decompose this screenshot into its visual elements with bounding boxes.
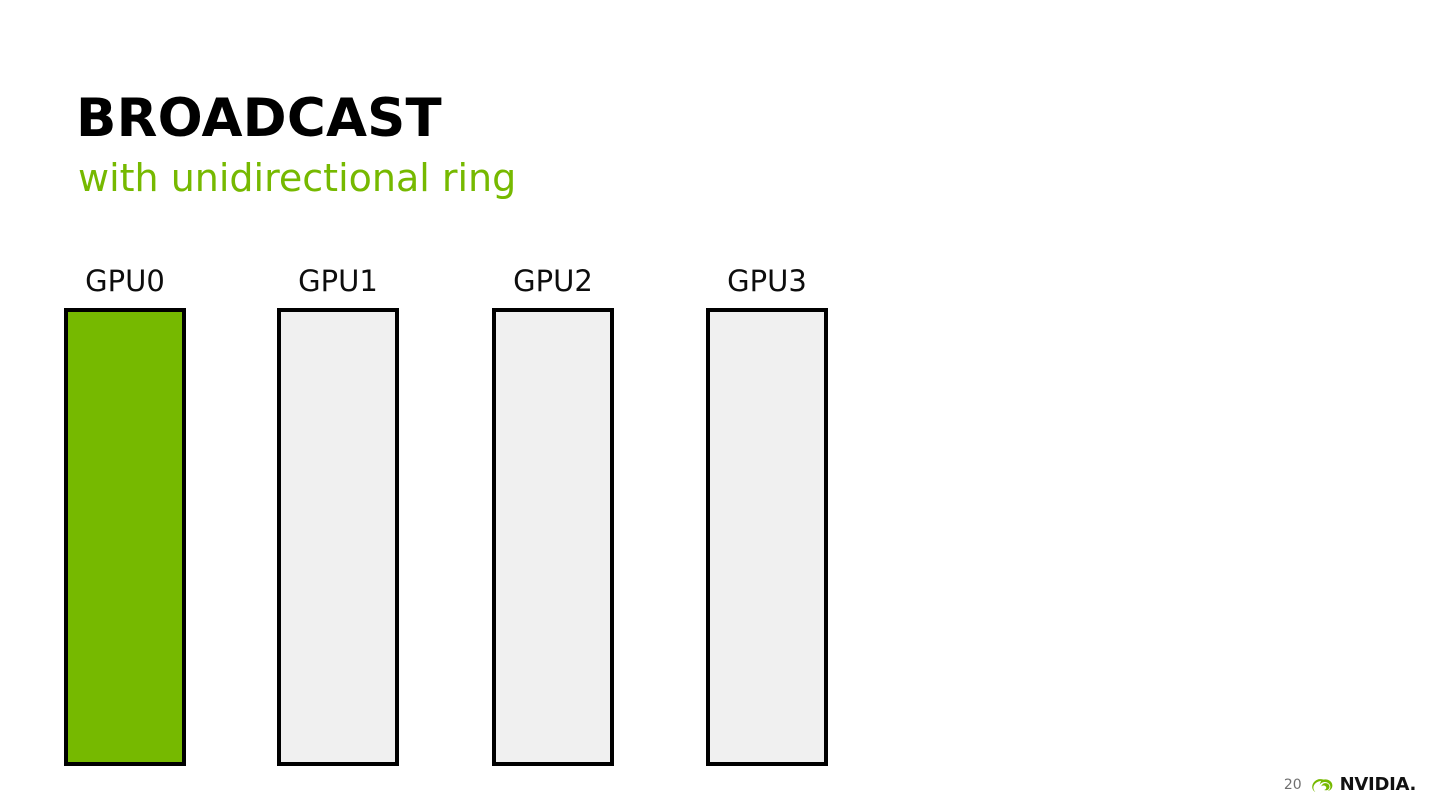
- gpu-column-2: GPU2: [492, 264, 614, 766]
- page-number: 20: [1283, 777, 1302, 793]
- gpu-column-3: GPU3: [706, 264, 828, 766]
- gpu-label-2: GPU2: [513, 264, 593, 298]
- nvidia-eye-icon: [1311, 777, 1337, 793]
- page-title: BROADCAST: [76, 88, 442, 149]
- slide-footer: 20 NVIDIA.: [1284, 776, 1416, 794]
- gpu-label-1: GPU1: [298, 264, 378, 298]
- gpu-column-0: GPU0: [64, 264, 186, 766]
- gpu-buffer-box-0: [64, 307, 186, 766]
- gpu-label-3: GPU3: [727, 264, 807, 298]
- nvidia-wordmark: NVIDIA.: [1339, 774, 1417, 795]
- gpu-buffer-box-1: [277, 307, 399, 766]
- gpu-column-1: GPU1: [277, 264, 399, 766]
- nvidia-logo: NVIDIA.: [1311, 776, 1416, 794]
- gpu-label-0: GPU0: [85, 264, 165, 298]
- gpu-buffer-box-3: [706, 307, 828, 766]
- gpu-buffer-box-2: [492, 307, 614, 766]
- page-subtitle: with unidirectional ring: [78, 156, 517, 200]
